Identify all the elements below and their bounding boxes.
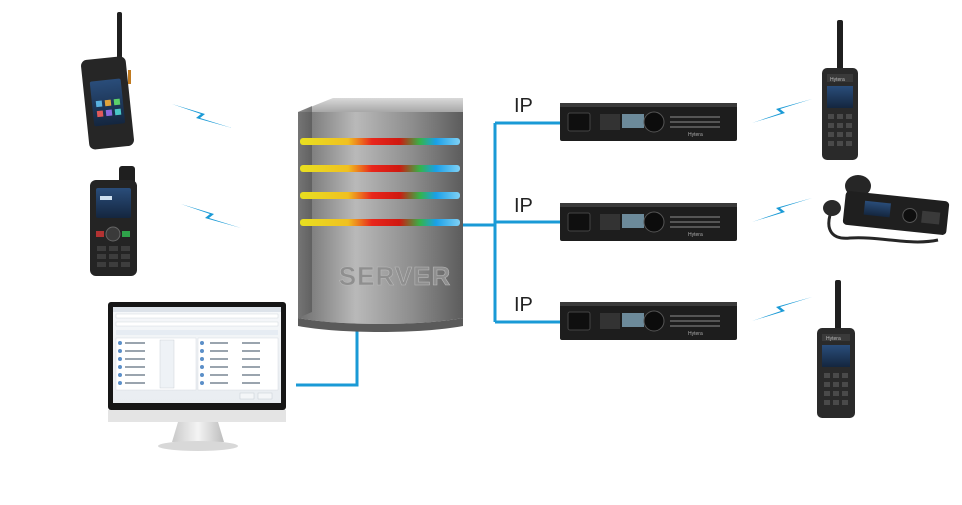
repeater-device: Hytera	[560, 103, 737, 141]
repeater-brand: Hytera	[688, 232, 703, 238]
repeater-brand: Hytera	[688, 132, 703, 138]
wireless-signals	[172, 99, 812, 321]
monitor-table-rows	[115, 337, 279, 391]
server-label: SERVER	[339, 261, 451, 291]
radio-brand: Hytera	[830, 77, 845, 83]
ip-label: IP	[514, 195, 533, 217]
wireless-bolt-icon	[752, 99, 812, 123]
connection-lines	[296, 121, 560, 387]
repeaters: Hytera Hytera Hytera	[560, 103, 737, 340]
radio-brand: Hytera	[826, 336, 841, 342]
dispatch-monitor	[108, 302, 286, 451]
repeater-device: Hytera	[560, 302, 737, 340]
server-status-stripes	[300, 138, 460, 226]
server-base	[298, 318, 463, 332]
server-stripe	[300, 165, 460, 172]
server-stripe	[300, 192, 460, 199]
keypad-radio	[90, 166, 137, 276]
portable-radio: Hytera	[822, 20, 858, 160]
ip-label: IP	[514, 95, 533, 117]
server-side-edge	[298, 106, 312, 318]
smartphone-radio	[81, 12, 134, 150]
wireless-bolt-icon	[181, 204, 241, 228]
portable-radio: Hytera	[817, 280, 855, 418]
wireless-bolt-icon	[752, 198, 812, 222]
wireless-bolt-icon	[172, 104, 232, 128]
wireless-bolt-icon	[752, 297, 812, 321]
server: SERVER	[298, 98, 463, 332]
server-stripe	[300, 219, 460, 226]
server-stripe	[300, 138, 460, 145]
repeater-brand: Hytera	[688, 331, 703, 337]
mobile-radio	[823, 175, 950, 244]
link-monitor-to-server	[296, 330, 359, 387]
ip-label: IP	[514, 294, 533, 316]
server-top	[298, 98, 463, 112]
repeater-device: Hytera	[560, 203, 737, 241]
